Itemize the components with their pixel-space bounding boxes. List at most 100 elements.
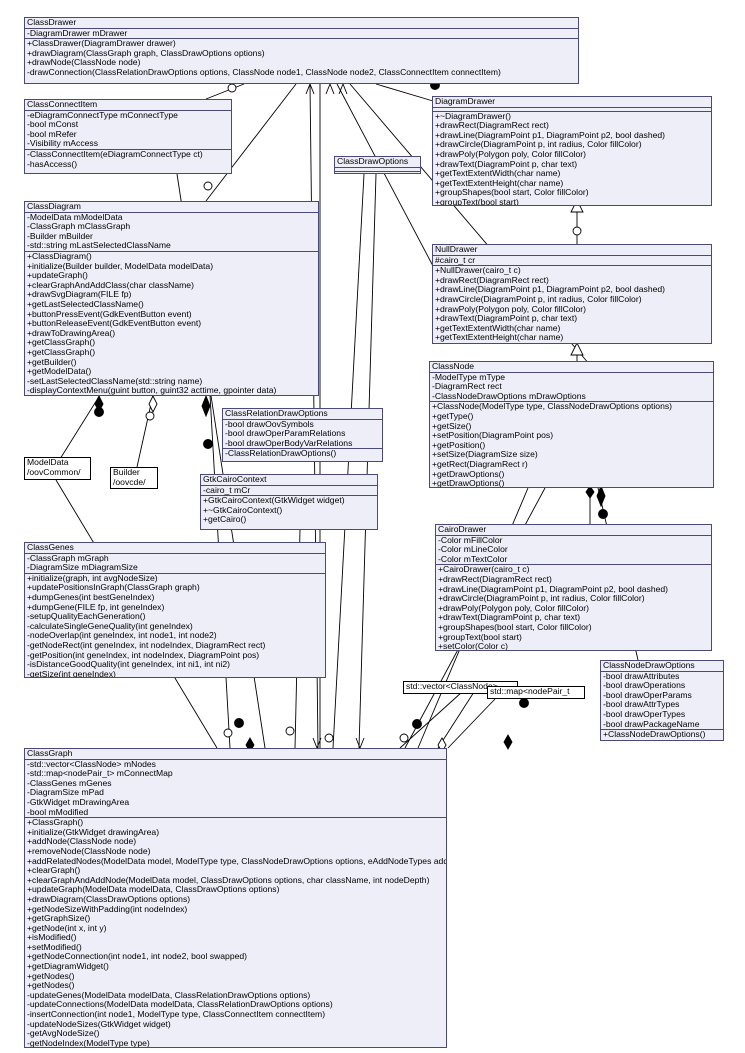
operation: +drawText(DiagramPoint p, char text) xyxy=(438,612,581,623)
operation: +getSize() xyxy=(432,420,472,431)
class-classnode[interactable]: ClassNode-ModelType mType-DiagramRect re… xyxy=(429,361,714,488)
operation: +updatePositionsInGraph(ClassGraph graph… xyxy=(27,582,200,593)
attribute: -bool drawAttributes xyxy=(603,670,680,681)
operation: +setModified() xyxy=(27,941,82,952)
operation: +getCairo() xyxy=(203,514,247,525)
attribute: -bool drawPackageName xyxy=(603,718,700,729)
operation: +drawText(DiagramPoint p, char text) xyxy=(435,313,578,324)
note-line: Builder xyxy=(113,467,140,477)
note-line: std::map<nodePair_t xyxy=(490,686,570,696)
attribute: -ClassGenes mGenes xyxy=(27,777,112,788)
operation: +drawCircle(DiagramPoint p, int radius, … xyxy=(438,593,645,604)
attribute: -ClassNodeDrawOptions mDrawOptions xyxy=(432,390,586,401)
class-diagramdrawer[interactable]: DiagramDrawer +~DiagramDrawer()+drawRect(… xyxy=(432,96,712,206)
operation: +drawLine(DiagramPoint p1, DiagramPoint … xyxy=(435,284,666,295)
class-classgenes[interactable]: ClassGenes-ClassGraph mGraph-DiagramSize… xyxy=(24,542,326,678)
operations-section: +ClassNode(ModelType type, ClassNodeDraw… xyxy=(430,402,713,488)
operation: -drawConnection(ClassRelationDrawOptions… xyxy=(27,66,501,77)
operation: +~DiagramDrawer() xyxy=(435,110,511,121)
operations-section: +CairoDrawer(cairo_t c)+drawRect(Diagram… xyxy=(436,565,711,651)
attributes-section: #cairo_t cr xyxy=(433,255,711,267)
operation: +getNodes() xyxy=(27,970,75,981)
operations-section: +ClassDrawer(DiagramDrawer drawer)+drawD… xyxy=(25,39,578,77)
note-builder[interactable]: Builder/oovcde/ xyxy=(110,467,158,489)
class-name: ClassRelationDrawOptions xyxy=(223,409,382,420)
operation: +getNodes() xyxy=(27,980,75,991)
operation: +getTextExtentHeight(char name) xyxy=(435,177,564,188)
class-cairodrawer[interactable]: CairoDrawer-Color mFillColor-Color mLine… xyxy=(435,524,712,651)
operation: +drawNode(ClassNode node) xyxy=(27,57,141,68)
operation: +addRelatedNodes(ModelData model, ModelT… xyxy=(27,855,446,866)
class-name: CairoDrawer xyxy=(436,525,711,536)
operation: +drawText(DiagramPoint p, char text) xyxy=(435,158,578,169)
operation: +getTextExtentWidth(char name) xyxy=(435,322,561,333)
operation: +buttonPressEvent(GdkEventButton event) xyxy=(27,308,192,319)
attribute: -bool drawOperations xyxy=(603,680,686,691)
note-line: /oovcde/ xyxy=(113,476,146,487)
operation: -updateGenes(ModelData modelData, ClassR… xyxy=(27,989,311,1000)
operation: +drawDiagram(ClassDrawOptions options) xyxy=(27,893,191,904)
operation: +ClassGraph() xyxy=(27,817,84,828)
class-classdrawer[interactable]: ClassDrawer-DiagramDrawer mDrawer+ClassD… xyxy=(24,17,579,84)
attributes-section: -ModelType mType-DiagramRect rect-ClassN… xyxy=(430,372,713,403)
class-name: DiagramDrawer xyxy=(433,97,711,108)
attribute: -bool drawOperParamRelations xyxy=(225,428,346,439)
operation: +initialize(GtkWidget drawingArea) xyxy=(27,826,160,837)
operation: +getRect(DiagramRect r) xyxy=(432,458,528,469)
class-nulldrawer[interactable]: NullDrawer#cairo_t cr+NullDrawer(cairo_t… xyxy=(432,244,712,344)
note-modeldata[interactable]: ModelData/oovCommon/ xyxy=(24,457,91,480)
operation: -nodeOverlap(int geneIndex, int node1, i… xyxy=(27,630,217,641)
attributes-section: -eDiagramConnectType mConnectType-bool m… xyxy=(25,110,231,150)
attribute: -GtkWidget mDrawingArea xyxy=(27,796,130,807)
operation: +drawCircle(DiagramPoint p, int radius, … xyxy=(435,139,642,150)
operation: +clearGraphAndAddNode(ModelData model, C… xyxy=(27,874,430,885)
class-classdrawoptions[interactable]: ClassDrawOptions xyxy=(334,156,421,174)
operation: +initialize(Builder builder, ModelData m… xyxy=(27,260,214,271)
operation: +getClassGraph() xyxy=(27,337,96,348)
class-classrelationdrawoptions[interactable]: ClassRelationDrawOptions-bool drawOovSym… xyxy=(222,408,383,462)
operation: +ClassDiagram() xyxy=(27,250,92,261)
operation: +~GtkCairoContext() xyxy=(203,504,283,515)
operation: +initialize(graph, int avgNodeSize) xyxy=(27,572,158,583)
class-classgraph[interactable]: ClassGraph-std::vector<ClassNode> mNodes… xyxy=(24,748,447,1048)
operations-section: +initialize(graph, int avgNodeSize)+upda… xyxy=(25,572,325,677)
attribute: -DiagramRect rect xyxy=(432,381,502,392)
operation: +getBuilder() xyxy=(27,356,77,367)
operations-section: +~DiagramDrawer()+drawRect(DiagramRect r… xyxy=(433,110,711,205)
class-name: ClassGraph xyxy=(25,749,446,760)
class-name: ClassConnectItem xyxy=(25,100,231,111)
operation: +drawPoly(Polygon poly, Color fillColor) xyxy=(435,148,587,159)
operation: +getDiagramWidget() xyxy=(27,961,109,972)
operation: +drawDiagram(ClassGraph graph, ClassDraw… xyxy=(27,47,265,58)
operation: +ClassDrawer(DiagramDrawer drawer) xyxy=(27,38,176,49)
attributes-section: -bool drawOovSymbols-bool drawOperParamR… xyxy=(223,419,382,450)
class-classnodedrawoptions[interactable]: ClassNodeDrawOptions-bool drawAttributes… xyxy=(600,660,724,741)
attribute: -Color mLineColor xyxy=(438,544,508,555)
operation: -getNodeIndex(ModelType type) xyxy=(27,1037,150,1048)
operation: +drawSvgDiagram(FILE fp) xyxy=(27,289,132,300)
operation: +getNodeSizeWithPadding(int nodeIndex) xyxy=(27,903,188,914)
operation: +drawToDrawingArea() xyxy=(27,327,116,338)
class-classdiagram[interactable]: ClassDiagram-ModelData mModelData-ClassG… xyxy=(24,201,319,396)
operation: +setSize(DiagramSize size) xyxy=(432,449,538,460)
attributes-section: -cairo_t mCr xyxy=(201,485,377,497)
operation: +setColor(Color c) xyxy=(438,641,508,651)
note-std-map-nodepair[interactable]: std::map<nodePair_t xyxy=(487,686,585,699)
attribute: -Visibility mAccess xyxy=(27,138,98,149)
operation: +getType() xyxy=(432,410,474,421)
operation: +getDrawOptions() xyxy=(432,478,505,488)
operation: +GtkCairoContext(GtkWidget widget) xyxy=(203,495,345,506)
operation: +drawPoly(Polygon poly, Color fillColor) xyxy=(435,303,587,314)
operation: -ClassRelationDrawOptions() xyxy=(225,448,337,459)
operation: -getAvgNodeSize() xyxy=(27,1028,100,1039)
operation: +getDrawOptions() xyxy=(432,468,505,479)
class-classconnectitem[interactable]: ClassConnectItem-eDiagramConnectType mCo… xyxy=(24,99,232,174)
operation: +drawLine(DiagramPoint p1, DiagramPoint … xyxy=(435,129,666,140)
class-gtkcairocontext[interactable]: GtkCairoContext-cairo_t mCr+GtkCairoCont… xyxy=(200,474,378,530)
operation: +drawRect(DiagramRect rect) xyxy=(435,120,549,131)
operations-section: +ClassNodeDrawOptions() xyxy=(601,730,723,740)
operation: -updateConnections(ModelData modelData, … xyxy=(27,999,333,1010)
operation: -displayContextMenu(guint button, guint3… xyxy=(27,385,277,396)
class-name: ClassDiagram xyxy=(25,202,318,213)
attribute: -Color mTextColor xyxy=(438,553,508,564)
